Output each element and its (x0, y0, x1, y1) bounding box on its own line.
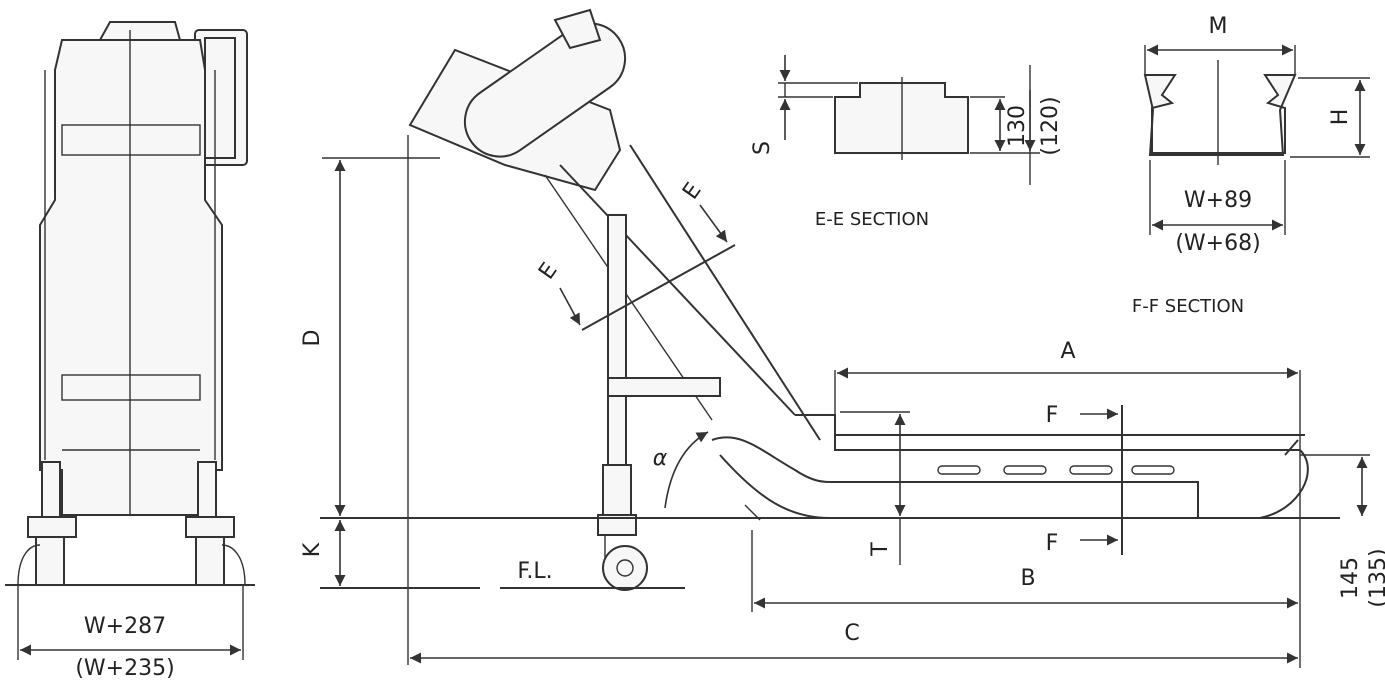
dim-120-label: (120) (1038, 96, 1063, 155)
d-label: D (300, 330, 325, 347)
front-view (5, 21, 255, 660)
ff-width-alt-label: (W+68) (1175, 231, 1260, 256)
k-label: K (300, 542, 325, 557)
angle-alpha-label: α (653, 446, 668, 471)
a-label: A (1060, 339, 1075, 364)
side-view (320, 8, 1370, 668)
s-label: S (750, 141, 775, 155)
dim-135-label: (135) (1366, 548, 1385, 607)
b-label: B (1020, 566, 1035, 591)
ee-section (778, 55, 1040, 185)
dim-130-label: 130 (1005, 105, 1030, 147)
floor-level-label: F.L. (517, 559, 552, 584)
dim-145-label: 145 (1338, 557, 1363, 599)
t-label: T (868, 542, 893, 557)
e-cut-label-top: E (678, 178, 706, 204)
ff-section-title: F-F SECTION (1132, 296, 1244, 317)
ff-section (1143, 44, 1370, 235)
f-cut-label-top: F (1046, 403, 1059, 428)
front-width-label: W+287 (84, 614, 166, 639)
m-label: M (1209, 14, 1228, 39)
f-cut-label-bottom: F (1046, 531, 1059, 556)
ff-width-label: W+89 (1184, 188, 1252, 213)
e-cut-label-bottom: E (534, 258, 562, 284)
ee-section-title: E-E SECTION (815, 209, 929, 230)
c-label: C (844, 621, 859, 646)
front-width-alt-label: (W+235) (75, 656, 174, 681)
h-label: H (1328, 109, 1353, 126)
